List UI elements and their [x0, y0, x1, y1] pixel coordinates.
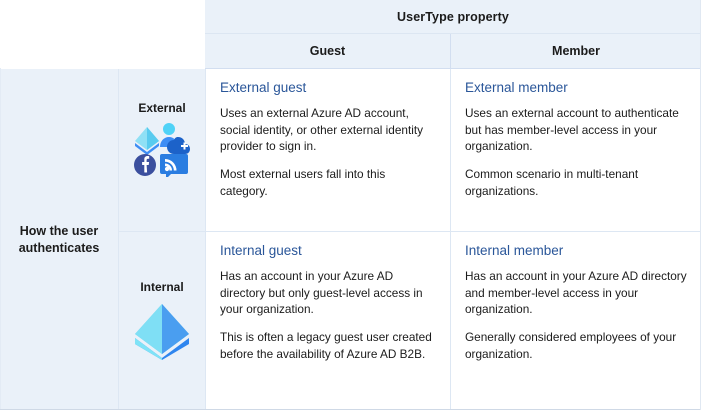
divider-header-top	[205, 33, 701, 34]
cell-external-member: External member Uses an external account…	[451, 69, 701, 231]
azure-ad-pyramid-icon	[129, 300, 195, 365]
row-label-internal-text: Internal	[140, 280, 184, 294]
header-column-guest-label: Guest	[309, 44, 346, 58]
cell-internal-member-title: Internal member	[465, 243, 564, 258]
facebook-icon	[134, 154, 156, 176]
cell-internal-member: Internal member Has an account in your A…	[451, 232, 701, 410]
cell-external-guest-paragraph-2: Most external users fall into this categ…	[220, 167, 386, 198]
row-label-external: External	[119, 69, 205, 231]
row-header-how-the-user-authenticates: How the user authenticates	[0, 69, 118, 410]
cell-internal-guest-title: Internal guest	[220, 243, 302, 258]
user-cloud-add-icon	[160, 123, 190, 154]
cell-external-guest-paragraph-1: Uses an external Azure AD account, socia…	[220, 105, 424, 154]
cell-internal-guest-paragraph-1: Has an account in your Azure AD director…	[220, 268, 423, 317]
azure-ad-pyramid-icon	[135, 127, 159, 155]
divider-header-bottom	[205, 68, 701, 69]
header-column-member-label: Member	[552, 44, 600, 58]
cell-external-member-paragraph-1: Uses an external account to authenticate…	[465, 105, 679, 154]
divider-header-columns	[450, 34, 451, 68]
cell-external-guest-title: External guest	[220, 80, 307, 95]
cell-external-member-paragraph-2: Common scenario in multi-tenant organiza…	[465, 167, 639, 198]
cell-internal-member-paragraph-1: Has an account in your Azure AD director…	[465, 268, 687, 317]
social-rss-icon	[160, 154, 188, 179]
cell-external-member-title: External member	[465, 80, 568, 95]
header-usertype-property: UserType property	[205, 0, 701, 33]
border-left	[0, 68, 1, 410]
row-label-external-text: External	[138, 101, 186, 115]
divider-guest-member	[450, 69, 451, 410]
cell-external-guest: External guest Uses an external Azure AD…	[206, 69, 450, 231]
header-column-member: Member	[451, 34, 701, 68]
cell-internal-guest-paragraph-2: This is often a legacy guest user create…	[220, 330, 432, 361]
divider-side-label	[118, 69, 119, 410]
header-usertype-property-label: UserType property	[397, 9, 509, 24]
external-identity-icon-group	[131, 121, 193, 182]
header-column-guest: Guest	[205, 34, 450, 68]
row-header-label: How the user authenticates	[18, 223, 100, 255]
cell-internal-member-paragraph-2: Generally considered employees of your o…	[465, 330, 677, 361]
matrix-corner-blank	[0, 0, 205, 68]
divider-external-internal	[119, 231, 701, 232]
row-label-internal: Internal	[119, 232, 205, 410]
cell-internal-guest: Internal guest Has an account in your Az…	[206, 232, 450, 410]
divider-icon-content	[205, 69, 206, 410]
